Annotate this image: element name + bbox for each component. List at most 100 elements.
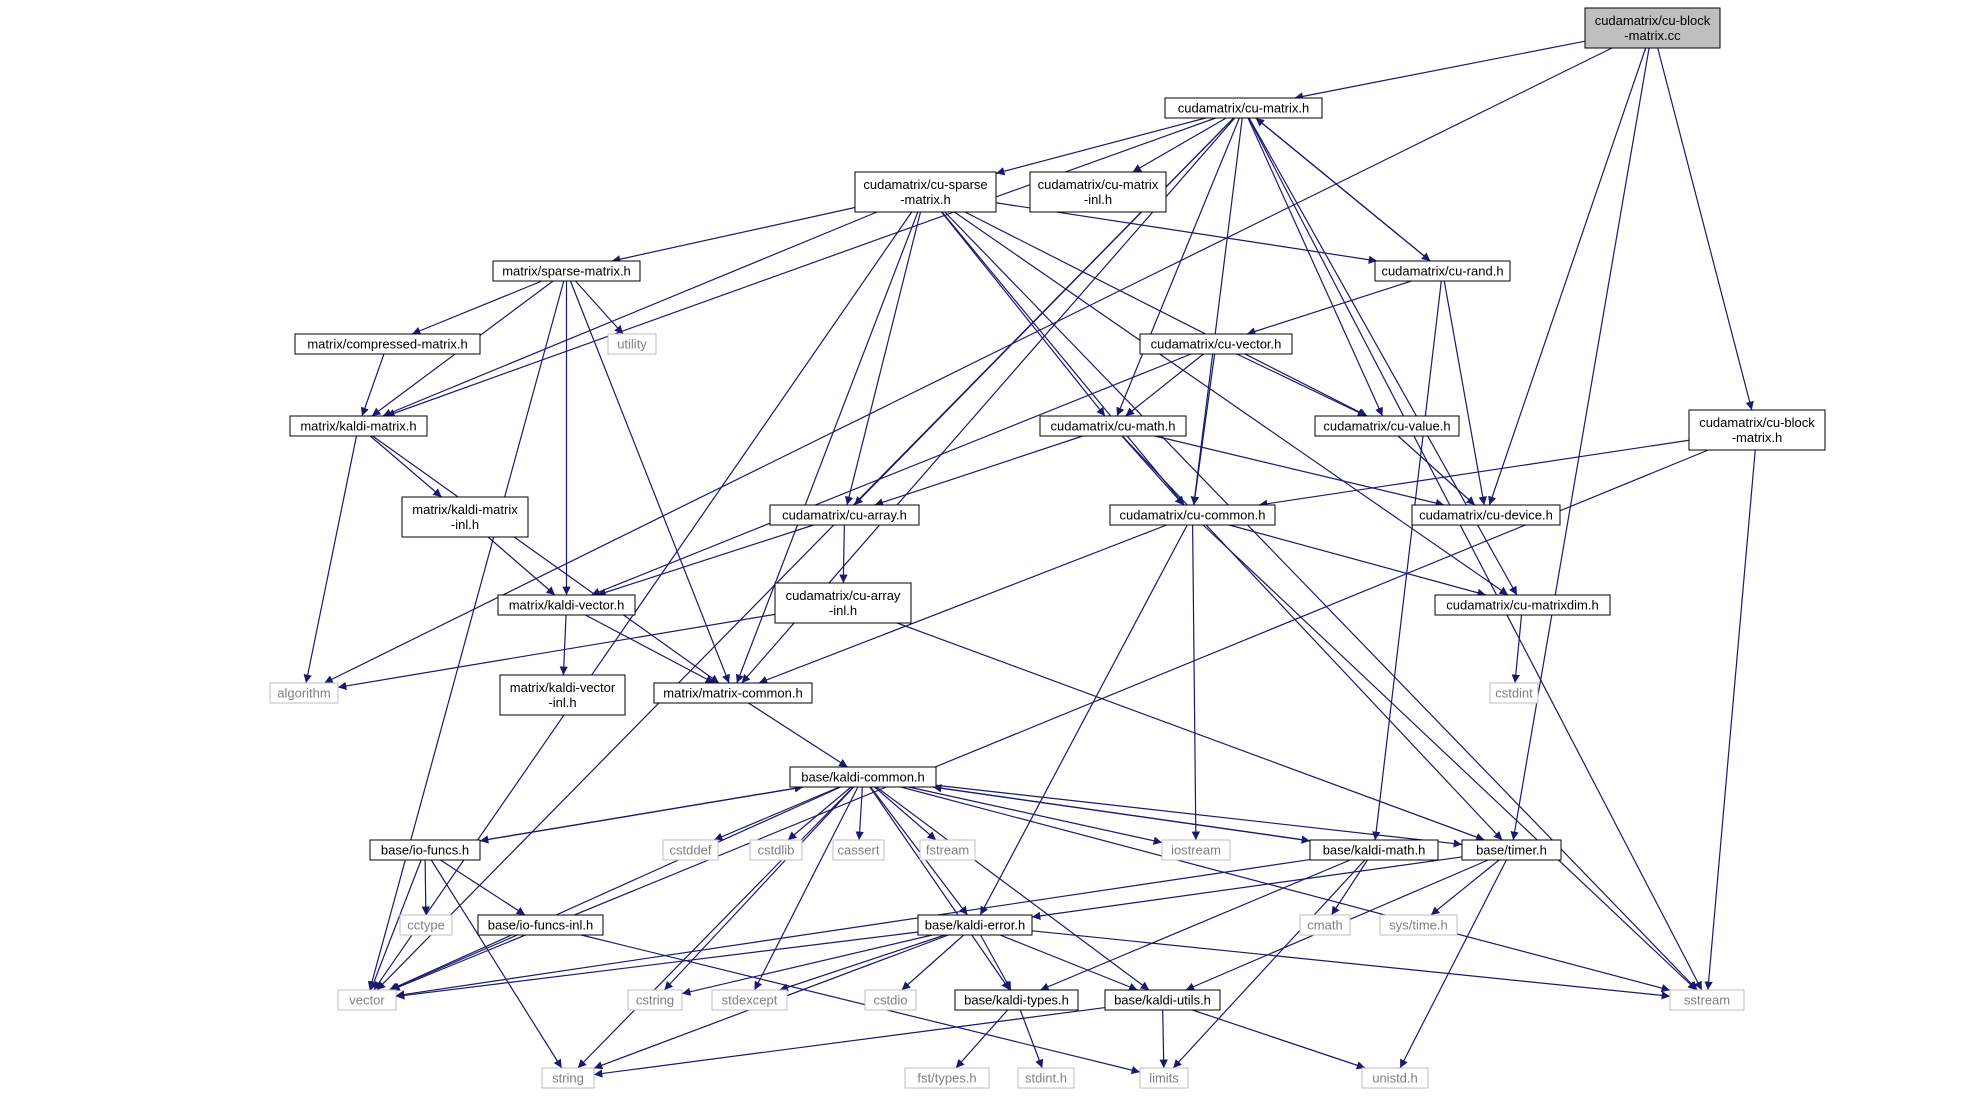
system-header-node: cstring: [627, 989, 683, 1011]
include-edge: [1443, 280, 1487, 506]
node-label: cudamatrix/cu-value.h: [1323, 419, 1450, 434]
include-edge: [979, 524, 1188, 916]
system-header-node: cstddef: [662, 839, 719, 861]
system-header-node: vector: [337, 989, 397, 1011]
node-box: [1374, 260, 1511, 282]
header-node[interactable]: cudamatrix/cu-block-matrix.h: [1688, 409, 1826, 451]
header-node[interactable]: cudamatrix/cu-matrix-inl.h: [1029, 171, 1167, 213]
header-node[interactable]: cudamatrix/cu-array-inl.h: [774, 582, 912, 624]
node-box: [1489, 682, 1539, 704]
node-label: cudamatrix/cu-block: [1699, 415, 1815, 430]
include-edge: [995, 117, 1206, 176]
node-label: matrix/kaldi-matrix: [412, 502, 518, 517]
header-node[interactable]: cudamatrix/cu-device.h: [1411, 504, 1561, 526]
header-node[interactable]: cudamatrix/cu-value.h: [1314, 415, 1460, 437]
node-label: cstdint: [1495, 686, 1533, 701]
header-node[interactable]: base/kaldi-types.h: [954, 989, 1079, 1011]
include-edge: [908, 786, 1163, 845]
include-edge: [591, 353, 1192, 596]
node-box: [497, 594, 636, 616]
system-header-node: cstdint: [1489, 682, 1539, 704]
include-edge: [575, 280, 624, 335]
include-edge: [376, 117, 1235, 991]
include-edge: [870, 786, 968, 916]
node-box: [492, 260, 641, 282]
node-label: base/timer.h: [1476, 843, 1547, 858]
node-label: cudamatrix/cu-device.h: [1419, 508, 1553, 523]
header-node[interactable]: cudamatrix/cu-array.h: [769, 504, 920, 526]
node-box: [832, 839, 885, 861]
header-node[interactable]: cudamatrix/cu-math.h: [1039, 415, 1187, 437]
header-node[interactable]: matrix/kaldi-vector.h: [497, 594, 636, 616]
header-node[interactable]: cudamatrix/cu-rand.h: [1374, 260, 1511, 282]
system-header-node: cctype: [399, 914, 453, 936]
node-label: cstring: [636, 993, 674, 1008]
header-node[interactable]: matrix/kaldi-matrix-inl.h: [401, 496, 529, 538]
node-label: cudamatrix/cu-block: [1595, 13, 1711, 28]
node-box: [854, 171, 997, 213]
system-header-node: string: [541, 1067, 595, 1089]
header-node[interactable]: matrix/kaldi-matrix.h: [289, 415, 428, 437]
system-header-node: utility: [607, 333, 657, 355]
header-node[interactable]: cudamatrix/cu-sparse-matrix.h: [854, 171, 997, 213]
include-edge: [577, 786, 854, 1069]
include-edge: [1121, 435, 1185, 506]
include-edge: [1236, 353, 1367, 417]
node-box: [1139, 333, 1293, 355]
system-header-node: algorithm: [269, 682, 339, 704]
include-edge: [874, 786, 937, 841]
include-edge: [999, 934, 1138, 991]
header-node[interactable]: cudamatrix/cu-matrix.h: [1164, 97, 1323, 119]
header-node[interactable]: base/kaldi-common.h: [789, 766, 937, 788]
include-edge: [663, 786, 855, 991]
header-node[interactable]: matrix/matrix-common.h: [653, 682, 813, 704]
include-edge: [941, 211, 1106, 417]
header-node[interactable]: cudamatrix/cu-common.h: [1109, 504, 1276, 526]
include-edge: [1040, 859, 1351, 991]
node-box: [904, 1067, 990, 1089]
node-box: [1039, 415, 1187, 437]
header-node[interactable]: cudamatrix/cu-matrixdim.h: [1434, 594, 1611, 616]
header-node[interactable]: cudamatrix/cu-vector.h: [1139, 333, 1293, 355]
header-node[interactable]: matrix/kaldi-vector-inl.h: [499, 674, 626, 716]
node-box: [1029, 171, 1167, 213]
node-box: [269, 682, 339, 704]
node-label: cassert: [838, 843, 880, 858]
node-label: matrix/kaldi-vector: [510, 680, 616, 695]
node-label: cmath: [1307, 918, 1342, 933]
node-label: cudamatrix/cu-matrix: [1038, 177, 1159, 192]
include-edge: [324, 47, 1613, 684]
include-edge: [1511, 614, 1523, 684]
include-edge: [389, 934, 518, 991]
node-label: limits: [1149, 1071, 1179, 1086]
header-node[interactable]: base/kaldi-error.h: [917, 914, 1033, 936]
node-box: [1669, 989, 1745, 1011]
include-edge: [395, 858, 1311, 999]
root-file-node[interactable]: cudamatrix/cu-block-matrix.cc: [1584, 7, 1721, 49]
system-header-node: cstdlib: [749, 839, 803, 861]
header-node[interactable]: matrix/compressed-matrix.h: [294, 333, 481, 355]
include-edge: [787, 786, 852, 841]
header-node[interactable]: base/io-funcs-inl.h: [477, 914, 604, 936]
node-label: matrix/kaldi-matrix.h: [300, 419, 416, 434]
include-edge: [869, 786, 1011, 991]
node-box: [1314, 415, 1460, 437]
system-header-node: stdexcept: [711, 989, 788, 1011]
header-node[interactable]: base/kaldi-utils.h: [1104, 989, 1221, 1011]
node-box: [1379, 914, 1458, 936]
node-label: sys/time.h: [1389, 918, 1448, 933]
header-node[interactable]: base/io-funcs.h: [369, 839, 481, 861]
include-edge: [369, 859, 422, 991]
include-edge: [1190, 117, 1243, 506]
include-edge: [1397, 435, 1476, 506]
node-label: cstddef: [670, 843, 712, 858]
include-edge: [748, 702, 848, 768]
header-node[interactable]: matrix/sparse-matrix.h: [492, 260, 641, 282]
header-node[interactable]: base/timer.h: [1461, 839, 1562, 861]
node-box: [541, 1067, 595, 1089]
node-box: [1688, 409, 1826, 451]
node-box: [864, 989, 917, 1011]
node-box: [1584, 7, 1721, 49]
include-edge: [479, 784, 804, 842]
header-node[interactable]: base/kaldi-math.h: [1309, 839, 1439, 861]
